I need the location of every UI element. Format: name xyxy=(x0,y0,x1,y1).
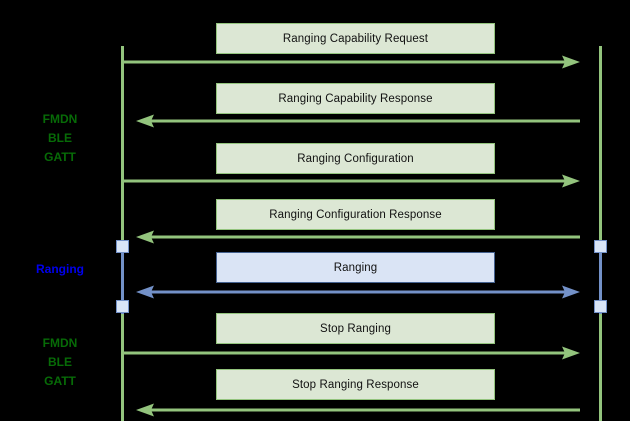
message-box-ranging-capability-response: Ranging Capability Response xyxy=(216,83,495,114)
message-box-ranging: Ranging xyxy=(216,252,495,283)
message-arrow-bidirectional-ranging xyxy=(136,285,580,299)
message-box-stop-ranging: Stop Ranging xyxy=(216,313,495,344)
message-arrow-left-4 xyxy=(136,230,580,244)
message-arrow-right-6 xyxy=(124,346,580,360)
message-arrow-right-3 xyxy=(124,174,580,188)
message-arrow-right-1 xyxy=(124,55,580,69)
activation-box-right-end xyxy=(594,300,607,313)
activation-box-left-end xyxy=(116,300,129,313)
activation-box-right-start xyxy=(594,240,607,253)
phase-label-fmdn-top: FMDN BLE GATT xyxy=(42,112,78,164)
lifeline-left-green-bottom xyxy=(121,314,124,421)
lifeline-right-green-top xyxy=(599,46,602,241)
lifeline-right-blue-ranging xyxy=(599,241,602,314)
phase-label-ranging: Ranging xyxy=(36,262,84,276)
lifeline-right-green-bottom xyxy=(599,314,602,421)
lifeline-left-blue-ranging xyxy=(121,241,124,314)
message-box-stop-ranging-response: Stop Ranging Response xyxy=(216,369,495,400)
message-box-ranging-capability-request: Ranging Capability Request xyxy=(216,23,495,54)
lifeline-left-green-top xyxy=(121,46,124,241)
message-box-ranging-configuration: Ranging Configuration xyxy=(216,143,495,174)
message-arrow-left-7 xyxy=(136,403,580,417)
activation-box-left-start xyxy=(116,240,129,253)
message-arrow-left-2 xyxy=(136,114,580,128)
phase-label-fmdn-bottom: FMDN BLE GATT xyxy=(42,336,78,388)
message-box-ranging-configuration-response: Ranging Configuration Response xyxy=(216,199,495,230)
